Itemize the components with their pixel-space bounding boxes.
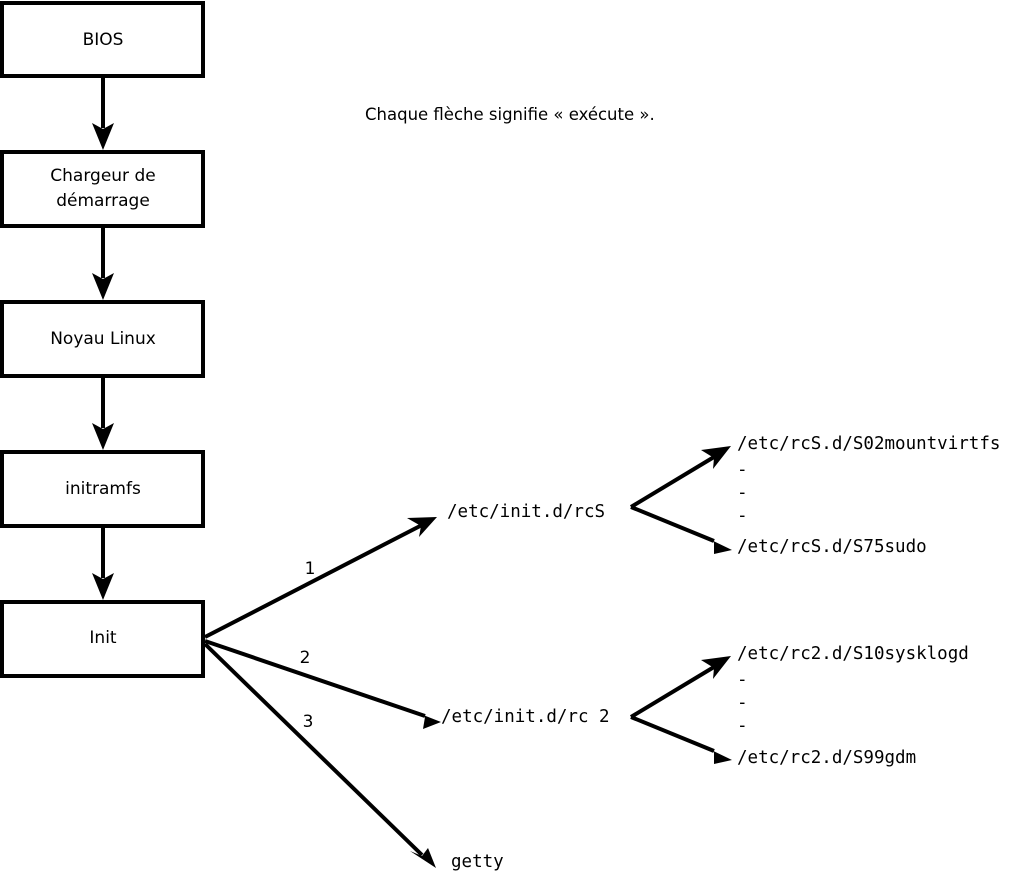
chain-connectors bbox=[92, 76, 114, 600]
arrowhead-bootloader-to-kernel bbox=[92, 273, 114, 300]
box-bootloader-rect bbox=[0, 150, 205, 228]
box-init-label: Init bbox=[89, 628, 117, 648]
box-kernel: Noyau Linux bbox=[0, 300, 205, 378]
branch-2-number: 2 bbox=[300, 648, 311, 668]
rc2-ellipsis-dash-1: - bbox=[737, 670, 748, 690]
arrowhead-bios-to-bootloader bbox=[92, 123, 114, 150]
caption-text: Chaque flèche signifie « exécute ». bbox=[365, 105, 655, 124]
label-rc2-first-script: /etc/rc2.d/S10sysklogd bbox=[737, 644, 969, 664]
rc2-fork-upper-line bbox=[629, 665, 716, 719]
box-initramfs-rect bbox=[0, 450, 205, 528]
branch-1-number: 1 bbox=[305, 559, 316, 579]
label-getty: getty bbox=[451, 852, 504, 872]
rcs-fork-lower-line bbox=[630, 505, 715, 543]
rcs-fork-upper-arrowhead bbox=[701, 446, 731, 469]
branch-3-line bbox=[203, 642, 424, 857]
branch-1-arrow: 1 bbox=[204, 517, 437, 639]
branch-3-number: 3 bbox=[303, 712, 314, 732]
label-rcs-first-script: /etc/rcS.d/S02mountvirtfs bbox=[737, 434, 1000, 454]
box-initramfs: initramfs bbox=[0, 450, 205, 528]
rc2-fork-upper-arrowhead bbox=[701, 656, 731, 679]
box-bios-rect bbox=[0, 1, 205, 78]
label-init-d-rc2: /etc/init.d/rc 2 bbox=[441, 707, 610, 727]
box-bootloader-label-line2: démarrage bbox=[56, 191, 150, 211]
box-bios-label: BIOS bbox=[83, 30, 124, 50]
box-initramfs-label: initramfs bbox=[65, 479, 141, 499]
branch-3-arrow: 3 bbox=[203, 642, 436, 868]
rcs-fork-lower-arrowhead bbox=[703, 536, 732, 554]
rc2-fork-lower-arrowhead bbox=[703, 746, 732, 764]
label-rcs-last-script: /etc/rcS.d/S75sudo bbox=[737, 537, 927, 557]
branch-2-line bbox=[204, 639, 426, 718]
box-bootloader-label-line1: Chargeur de bbox=[50, 166, 155, 186]
rc2-fork-lower-line bbox=[630, 715, 715, 753]
box-bootloader: Chargeur de démarrage bbox=[0, 150, 205, 228]
rcs-ellipsis-dash-1: - bbox=[737, 460, 748, 480]
box-kernel-rect bbox=[0, 300, 205, 378]
box-bios: BIOS bbox=[0, 1, 205, 78]
rc2-ellipsis-dash-3: - bbox=[737, 716, 748, 736]
arrowhead-kernel-to-initramfs bbox=[92, 423, 114, 450]
branch-1-arrowhead bbox=[407, 517, 437, 537]
branch-1-line bbox=[204, 523, 423, 639]
branch-2-arrow: 2 bbox=[204, 639, 441, 729]
rc2-ellipsis-dash-2: - bbox=[737, 693, 748, 713]
branch-2-arrowhead bbox=[413, 711, 441, 729]
rcs-ellipsis-dash-3: - bbox=[737, 506, 748, 526]
rc2-fork-arrows bbox=[629, 656, 732, 764]
rcs-fork-upper-line bbox=[629, 455, 716, 509]
box-kernel-label: Noyau Linux bbox=[50, 329, 156, 349]
label-init-d-rcs: /etc/init.d/rcS bbox=[447, 502, 605, 522]
rcs-fork-arrows bbox=[629, 446, 732, 554]
branch-3-arrowhead bbox=[410, 848, 436, 868]
label-rc2-last-script: /etc/rc2.d/S99gdm bbox=[737, 748, 916, 768]
box-init: Init bbox=[0, 600, 205, 678]
rcs-ellipsis-dash-2: - bbox=[737, 483, 748, 503]
arrowhead-initramfs-to-init bbox=[92, 573, 114, 600]
box-init-rect bbox=[0, 600, 205, 678]
